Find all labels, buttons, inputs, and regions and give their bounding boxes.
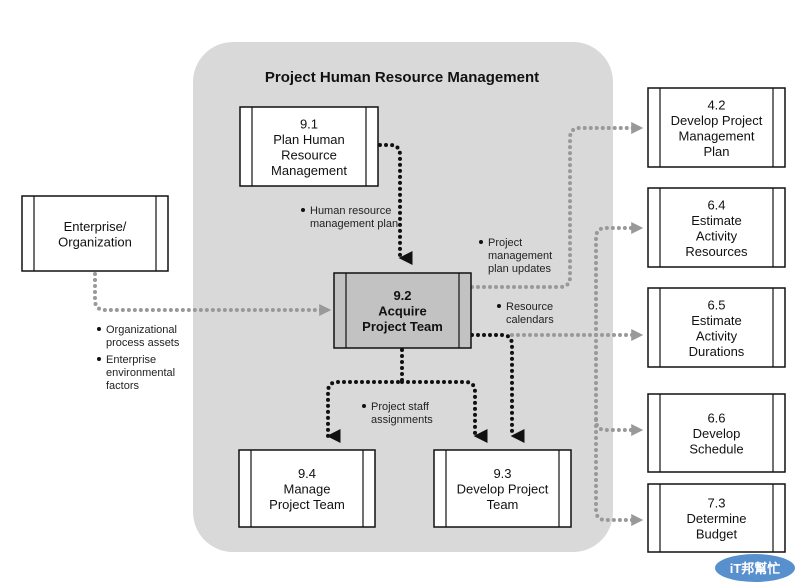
box-label: Resource bbox=[281, 147, 337, 162]
box-label: Develop Project bbox=[457, 482, 549, 497]
box-label: Project Team bbox=[362, 319, 443, 334]
box-label: Enterprise/ bbox=[64, 219, 127, 234]
box-label: Determine bbox=[687, 511, 747, 526]
box-label: 9.3 bbox=[493, 466, 511, 481]
label-line: process assets bbox=[106, 337, 180, 349]
arrow-9-2-to-4-2 bbox=[470, 122, 644, 289]
box-enterprise-organization: Enterprise/Organization bbox=[21, 195, 169, 272]
box-label: 6.5 bbox=[707, 297, 725, 312]
box-label: 6.6 bbox=[707, 411, 725, 426]
label-line: Project staff bbox=[371, 401, 430, 413]
label-line: Human resource bbox=[310, 205, 391, 217]
label-line: factors bbox=[106, 380, 140, 392]
box-label: Develop bbox=[693, 426, 741, 441]
box-label: 9.1 bbox=[300, 116, 318, 131]
label-line: management plan bbox=[310, 218, 398, 230]
box-label: Budget bbox=[696, 527, 738, 542]
label-line: Project bbox=[488, 237, 522, 249]
box-label: Project Team bbox=[269, 497, 345, 512]
box-label: Activity bbox=[696, 328, 738, 343]
box-label: Management bbox=[679, 128, 755, 143]
label-line: plan updates bbox=[488, 263, 551, 275]
watermark-logo: iT邦幫忙 bbox=[715, 554, 795, 582]
svg-text:iT邦幫忙: iT邦幫忙 bbox=[730, 561, 781, 576]
arrow-to-6-4 bbox=[594, 222, 644, 337]
box-label: Estimate bbox=[691, 213, 742, 228]
arrow-9-1-to-9-2 bbox=[378, 143, 413, 265]
box-label: Team bbox=[487, 497, 519, 512]
box-label: Management bbox=[271, 163, 347, 178]
box-label: Resources bbox=[685, 244, 748, 259]
box-label: Plan Human bbox=[273, 132, 345, 147]
box-label: 4.2 bbox=[707, 97, 725, 112]
arrow-9-2-to-9-3-direct bbox=[470, 333, 525, 443]
box-label: 9.2 bbox=[393, 288, 411, 303]
arrow-9-2-to-9-4 bbox=[326, 348, 404, 443]
box-label: Estimate bbox=[691, 313, 742, 328]
box-label: Organization bbox=[58, 234, 132, 249]
box-label: 9.4 bbox=[298, 466, 316, 481]
label-line: Organizational bbox=[106, 324, 177, 336]
box-label: Schedule bbox=[689, 442, 743, 457]
box-label: 6.4 bbox=[707, 197, 725, 212]
box-label: Acquire bbox=[378, 304, 426, 319]
box-label: Manage bbox=[284, 482, 331, 497]
label-line: Enterprise bbox=[106, 354, 156, 366]
box-label: Develop Project bbox=[671, 113, 763, 128]
label-line: assignments bbox=[371, 414, 433, 426]
label-line: calendars bbox=[506, 314, 554, 326]
box-label: Activity bbox=[696, 228, 738, 243]
arrow-9-2-to-9-3 bbox=[400, 380, 488, 443]
arrow-enterprise-to-9-2 bbox=[93, 272, 332, 316]
label-line: environmental bbox=[106, 367, 175, 379]
label-line: Resource bbox=[506, 301, 553, 313]
box-label: Plan bbox=[703, 144, 729, 159]
arrow-to-7-3 bbox=[594, 418, 644, 526]
label-line: management bbox=[488, 250, 552, 262]
process-group-title: Project Human Resource Management bbox=[265, 69, 539, 86]
box-label: 7.3 bbox=[707, 496, 725, 511]
box-label: Durations bbox=[689, 344, 745, 359]
